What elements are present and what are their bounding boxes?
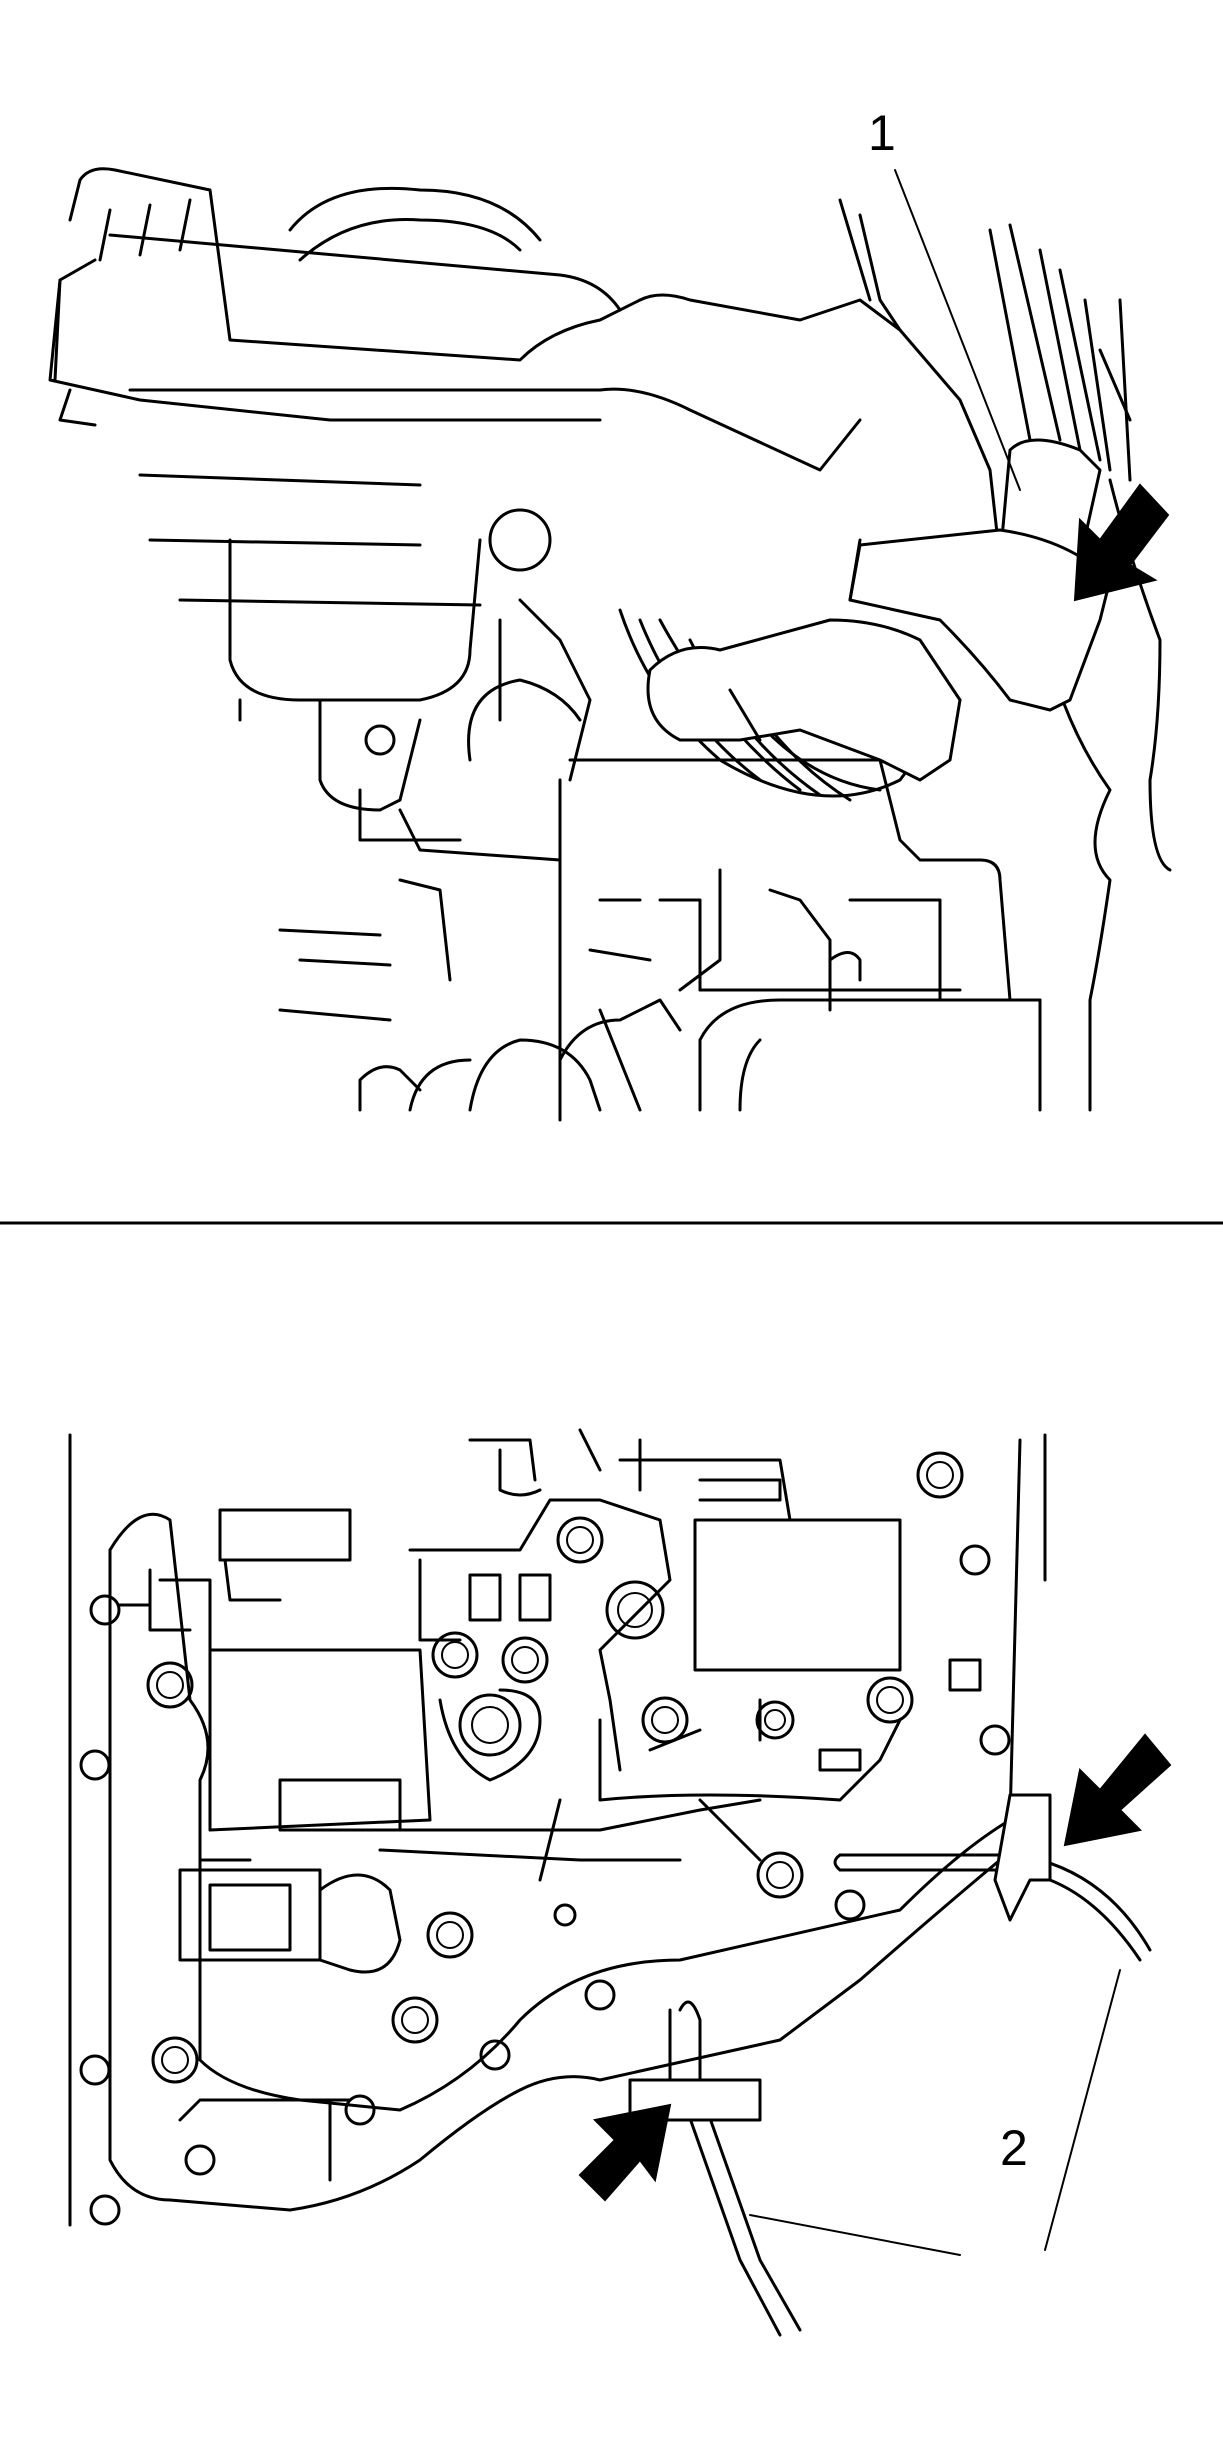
bottom-panel-valve-body-illustration xyxy=(68,1428,1152,2337)
top-panel-housing-illustration xyxy=(48,167,1172,1122)
pointer-arrow-top xyxy=(1073,483,1170,602)
callout-1: 1 xyxy=(868,105,896,161)
callout-2: 2 xyxy=(1000,2120,1028,2176)
leader-line-1 xyxy=(894,169,1021,491)
leader-line-2-left xyxy=(749,2214,961,2256)
pointer-arrow-bottom-right xyxy=(1063,1733,1172,1847)
leader-line-2-right xyxy=(1044,1969,1121,2251)
pointer-arrow-bottom-left xyxy=(578,2103,672,2202)
bolt-heads xyxy=(146,1451,964,2084)
